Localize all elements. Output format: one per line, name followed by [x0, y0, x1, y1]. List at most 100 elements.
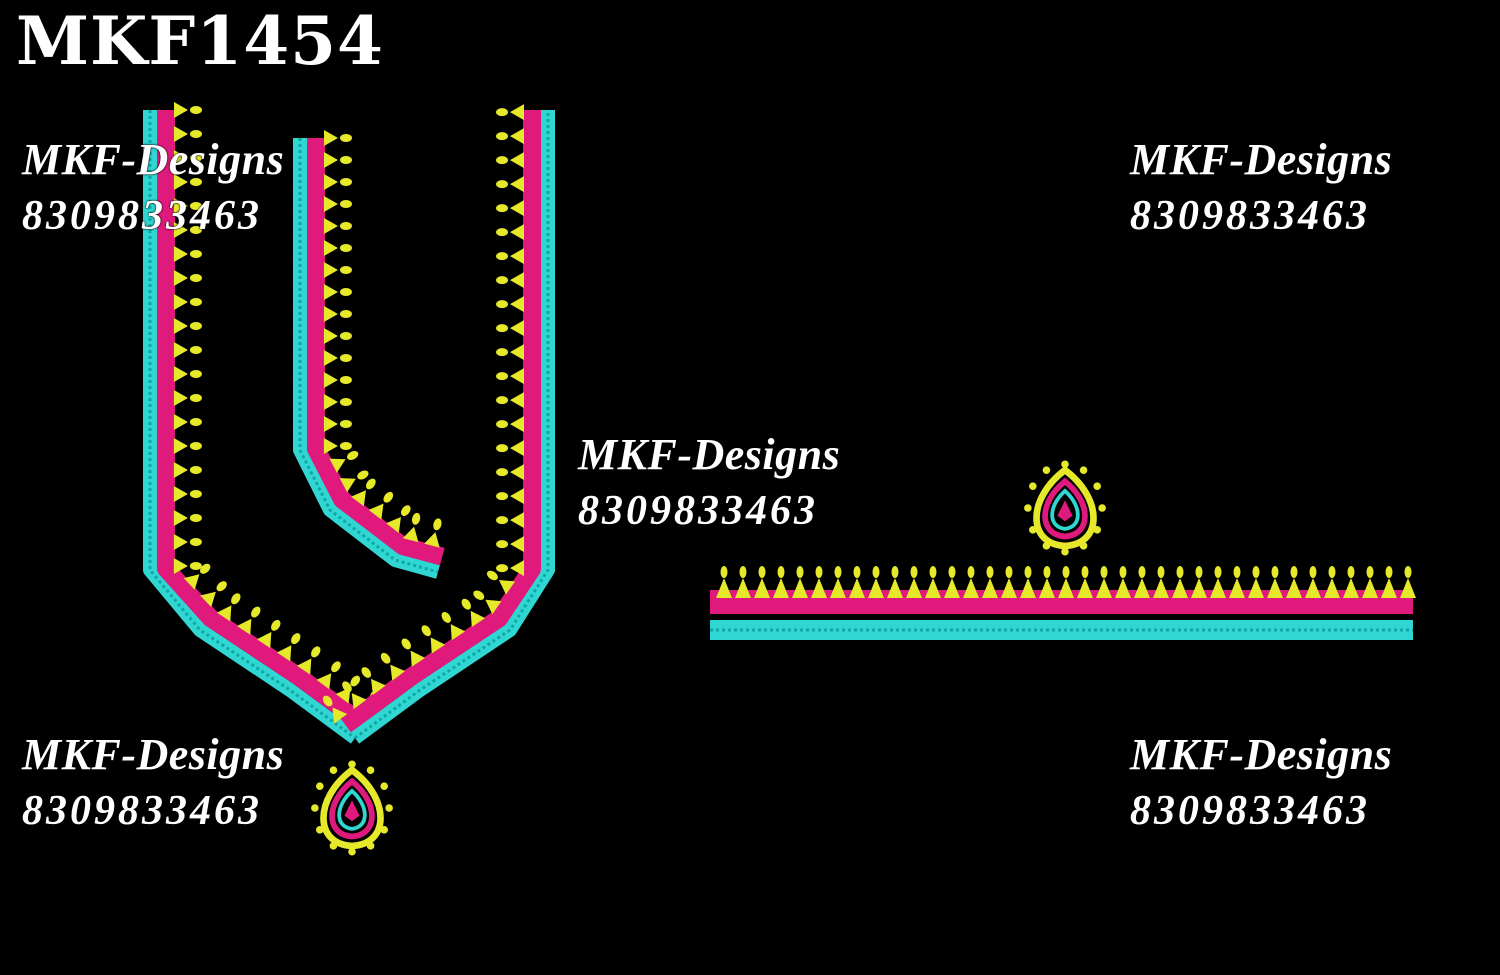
border-bead-drop [1138, 566, 1146, 578]
yellow-bead-drop [401, 638, 411, 650]
border-bead-drop [1328, 566, 1336, 578]
yellow-bead-drop [189, 178, 202, 187]
yellow-bead-drop [496, 348, 509, 357]
watermark-phone: 8309833463 [578, 487, 818, 534]
yellow-bead-drop [496, 108, 509, 117]
watermark-brand: MKF-Designs [578, 430, 841, 479]
border-bead-drop [1157, 566, 1165, 578]
border-bead-drop [777, 566, 785, 578]
yellow-bead-drop [433, 518, 442, 531]
watermark-top-right: MKF-Designs 8309833463 [1130, 135, 1393, 239]
watermark-phone: 8309833463 [1130, 192, 1370, 239]
motif-bead [329, 766, 338, 774]
yellow-bead-drop [190, 106, 202, 115]
border-bead-drop [1119, 566, 1127, 578]
watermark-phone: 8309833463 [22, 192, 262, 239]
yellow-zigzag-tooth [430, 637, 446, 654]
yellow-zigzag-tooth [510, 224, 525, 241]
motif-bead [1042, 466, 1051, 474]
border-zigzag-tooth [1324, 578, 1340, 598]
border-zigzag-tooth [1229, 578, 1245, 598]
yellow-bead-drop [339, 288, 352, 297]
yellow-zigzag-tooth [323, 372, 338, 388]
yellow-zigzag-tooth [510, 560, 525, 577]
yellow-bead-drop [339, 310, 352, 319]
border-bead-drop [1290, 566, 1298, 578]
yellow-bead-drop [339, 266, 352, 275]
yellow-bead-drop [496, 180, 509, 189]
watermark-brand: MKF-Designs [1130, 135, 1393, 184]
yellow-bead-drop [496, 228, 509, 237]
border-zigzag-tooth [1096, 578, 1112, 598]
yellow-bead-drop [189, 418, 202, 427]
motif-bead [1029, 482, 1037, 490]
border-zigzag-tooth [1020, 578, 1036, 598]
yellow-bead-drop [486, 570, 498, 581]
border-zigzag-tooth [716, 578, 732, 598]
border-bead-drop [872, 566, 880, 578]
motif-bead [329, 842, 338, 850]
motif-bead [1079, 542, 1088, 550]
pink-fill-band [156, 109, 370, 733]
border-bead-drop [1347, 566, 1355, 578]
yellow-zigzag-tooth [510, 416, 525, 433]
yellow-zigzag-tooth [173, 558, 188, 574]
border-zigzag-tooth [963, 578, 979, 598]
yellow-zigzag-tooth [485, 599, 502, 615]
motif-bead [316, 826, 324, 834]
border-cyan-rail [710, 620, 1413, 640]
yellow-bead-drop [339, 442, 352, 451]
border-bead-drop [1385, 566, 1393, 578]
yellow-bead-drop [411, 512, 421, 525]
yellow-bead-drop [342, 681, 352, 693]
yellow-zigzag-tooth [173, 486, 188, 502]
yellow-zigzag-tooth [296, 658, 312, 675]
border-zigzag-tooth [773, 578, 789, 598]
yellow-bead-drop [421, 625, 431, 637]
yellow-bead-drop [339, 354, 352, 363]
watermark-bottom-right: MKF-Designs 8309833463 [1130, 732, 1392, 833]
motif-bead [380, 782, 388, 790]
yellow-zigzag-tooth [510, 488, 525, 505]
border-zigzag-tooth [1001, 578, 1017, 598]
border-bead-drop [948, 566, 956, 578]
yellow-zigzag-tooth [510, 296, 525, 313]
yellow-bead-drop [231, 593, 241, 605]
yellow-bead-drop [189, 442, 202, 451]
yellow-zigzag-tooth [173, 390, 188, 406]
yellow-bead-drop [350, 675, 361, 687]
border-bead-drop [853, 566, 861, 578]
border-zigzag-tooth [868, 578, 884, 598]
border-zigzag-tooth [1191, 578, 1207, 598]
yellow-zigzag-tooth [332, 707, 348, 724]
yellow-zigzag-tooth [323, 438, 338, 454]
yellow-zigzag-tooth [173, 150, 188, 166]
yellow-zigzag-tooth [323, 350, 338, 366]
border-zigzag-tooth [1039, 578, 1055, 598]
yellow-bead-drop [189, 538, 202, 547]
yellow-bead-drop [189, 514, 202, 523]
motif-bead [1061, 547, 1069, 556]
yellow-bead-drop [339, 178, 352, 187]
yellow-zigzag-tooth [323, 130, 338, 146]
border-bead-drop [1195, 566, 1203, 578]
motif-pink-ring [1042, 477, 1088, 540]
yellow-bead-drop [365, 478, 376, 490]
motif-bead [348, 760, 356, 769]
yellow-zigzag-tooth [173, 174, 188, 190]
yellow-bead-drop [496, 276, 509, 285]
yellow-bead-drop [189, 226, 202, 235]
yellow-bead-drop [189, 154, 202, 163]
yellow-bead-drop [496, 204, 509, 213]
border-zigzag-tooth [1267, 578, 1283, 598]
watermark-bottom-left: MKF-Designs 8309833463 [22, 732, 284, 833]
neck-pendant-motif-embroidery [311, 760, 393, 856]
motif-cyan-ring [337, 788, 367, 831]
yellow-bead-drop [189, 322, 202, 331]
yellow-zigzag-tooth [470, 610, 486, 627]
yellow-zigzag-tooth [390, 664, 406, 681]
motif-bead [1061, 460, 1069, 469]
motif-bead [380, 826, 388, 834]
border-bead-drop [720, 566, 728, 578]
